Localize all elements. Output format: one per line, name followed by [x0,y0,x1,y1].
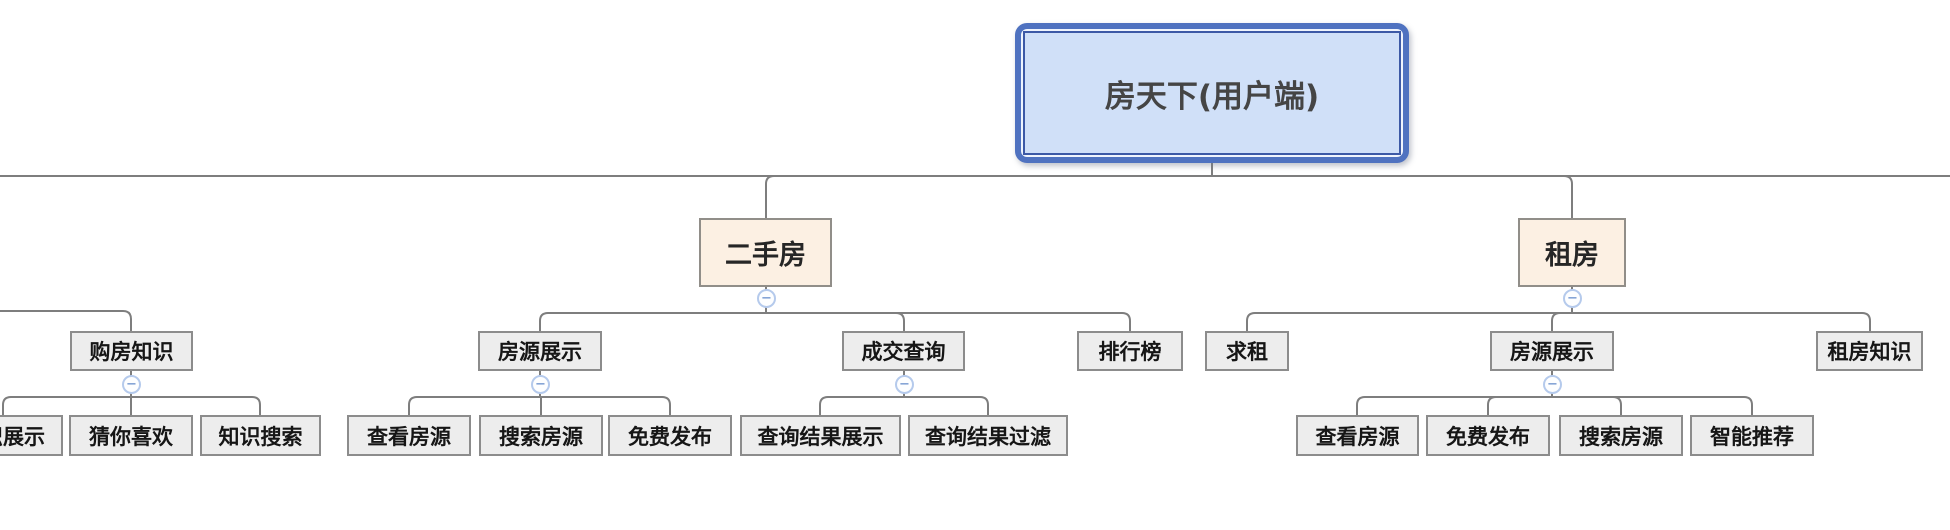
node-query-result-filter[interactable]: 查询结果过滤 [908,415,1068,456]
node-smart-recommend[interactable]: 智能推荐 [1690,415,1814,456]
root-node[interactable]: 房天下(用户端) [1015,23,1409,163]
node-knowledge-search[interactable]: 知识搜索 [200,415,321,456]
node-view-listings-rent[interactable]: 查看房源 [1296,415,1419,456]
node-view-listings-secondhand[interactable]: 查看房源 [347,415,471,456]
collapse-icon-secondhand[interactable]: − [757,289,776,308]
node-guess-you-like[interactable]: 猜你喜欢 [69,415,193,456]
node-rent-knowledge[interactable]: 租房知识 [1816,331,1923,371]
node-search-listings-rent[interactable]: 搜索房源 [1559,415,1683,456]
collapse-icon-buying-knowledge[interactable]: − [122,375,141,394]
node-listing-display-secondhand[interactable]: 房源展示 [478,331,602,371]
node-listing-display-rent[interactable]: 房源展示 [1490,331,1614,371]
node-free-post-secondhand[interactable]: 免费发布 [608,415,732,456]
node-query-result-display[interactable]: 查询结果展示 [740,415,901,456]
collapse-icon-listing-display-rent[interactable]: − [1543,375,1562,394]
node-seek-rent[interactable]: 求租 [1205,331,1289,371]
node-deal-query[interactable]: 成交查询 [842,331,965,371]
collapse-icon-listing-display-secondhand[interactable]: − [531,375,550,394]
root-node-label: 房天下(用户端) [1023,31,1401,155]
node-ranking-list[interactable]: 排行榜 [1077,331,1183,371]
collapse-icon-rent[interactable]: − [1563,289,1582,308]
node-buying-knowledge[interactable]: 购房知识 [70,331,193,371]
node-second-hand-house[interactable]: 二手房 [699,218,832,287]
collapse-icon-deal-query[interactable]: − [895,375,914,394]
node-rent-house[interactable]: 租房 [1518,218,1626,287]
node-free-post-rent[interactable]: 免费发布 [1426,415,1550,456]
node-search-listings-secondhand[interactable]: 搜索房源 [479,415,603,456]
